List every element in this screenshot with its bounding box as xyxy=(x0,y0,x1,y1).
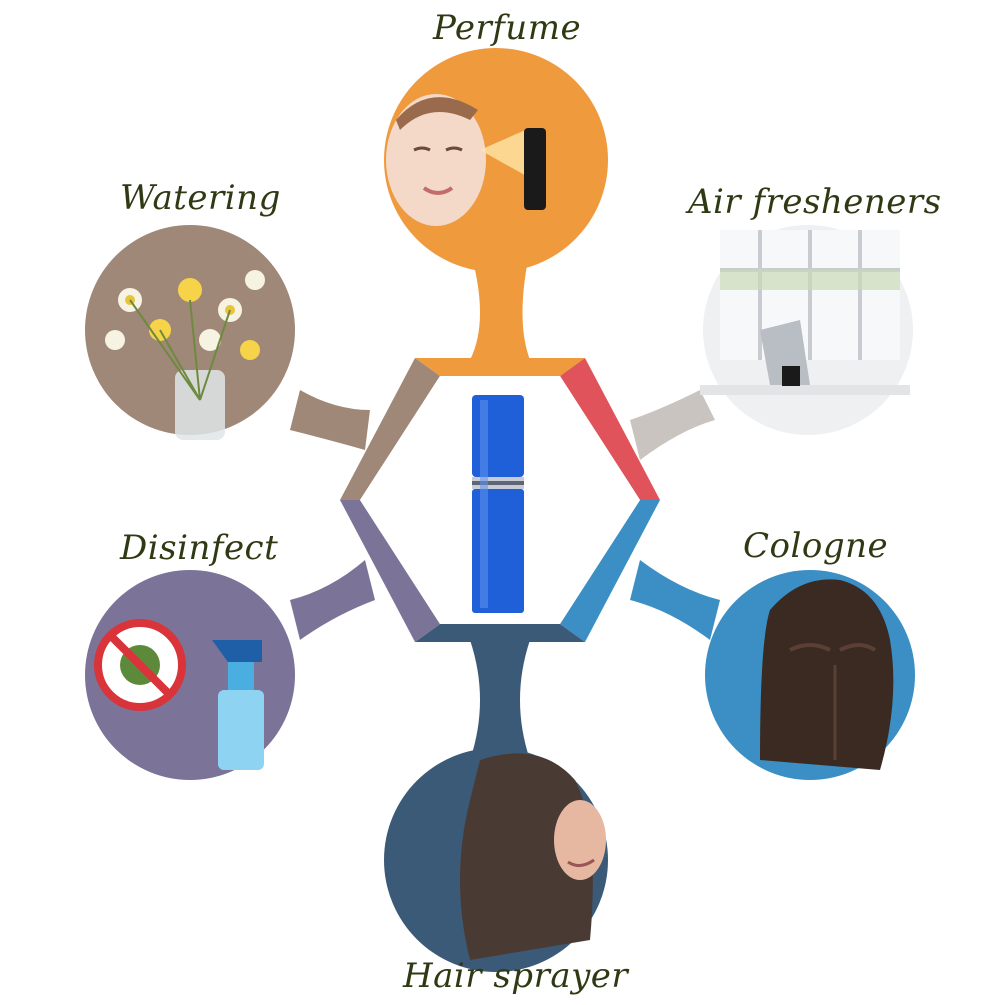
connector-watering xyxy=(290,390,370,450)
connector-perfume xyxy=(470,250,530,360)
connector-air-fresheners xyxy=(630,390,715,460)
label-perfume: Perfume xyxy=(433,8,582,48)
circle-air-fresheners xyxy=(700,225,913,435)
hair-icon xyxy=(460,753,606,960)
connector-hair-sprayer xyxy=(470,640,530,760)
connectors xyxy=(290,250,720,760)
spray-bottle-icon xyxy=(212,640,264,770)
center-hexagon xyxy=(340,358,660,642)
label-air-fresheners: Air fresheners xyxy=(688,182,942,222)
flowers-icon xyxy=(105,270,265,440)
circle-perfume xyxy=(384,48,608,272)
blue-spray-bottle-icon xyxy=(472,395,524,613)
circle-hair-sprayer xyxy=(384,748,608,972)
label-watering: Watering xyxy=(120,178,281,218)
connector-cologne xyxy=(630,560,720,640)
torso-icon xyxy=(760,579,894,770)
circle-cologne xyxy=(705,570,915,780)
label-hair-sprayer: Hair sprayer xyxy=(403,956,629,996)
label-disinfect: Disinfect xyxy=(120,528,279,568)
label-cologne: Cologne xyxy=(743,526,889,566)
face-spray-icon xyxy=(386,94,486,226)
circle-disinfect xyxy=(85,570,295,780)
office-window-icon xyxy=(700,230,910,395)
virus-prohibited-icon xyxy=(94,619,186,711)
circle-watering xyxy=(85,225,295,440)
connector-disinfect xyxy=(290,560,375,640)
